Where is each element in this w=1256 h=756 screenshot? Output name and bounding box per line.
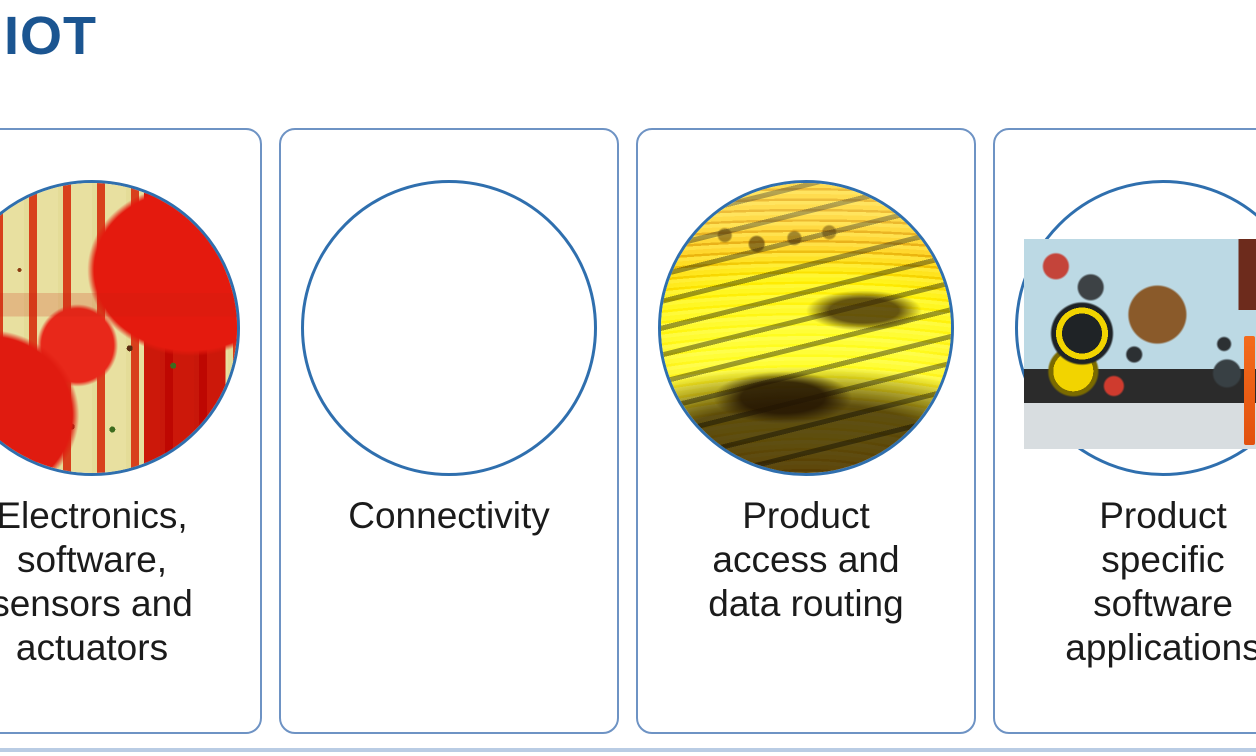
card-connectivity[interactable]: Connectivity xyxy=(279,128,619,734)
card-product-access-caption: Product access and data routing xyxy=(708,495,904,624)
page-title: F IOT xyxy=(0,6,97,66)
card-connectivity-caption: Connectivity xyxy=(348,495,550,536)
card-electronics-caption: Electronics, software, sensors and actua… xyxy=(0,495,193,668)
circuit-board-image xyxy=(0,180,240,476)
card-product-access[interactable]: Product access and data routing xyxy=(636,128,976,734)
fibre-optic-image xyxy=(301,180,597,476)
network-cables-image xyxy=(658,180,954,476)
card-product-software-caption: Product specific software applications xyxy=(1065,495,1256,668)
card-electronics[interactable]: Electronics, software, sensors and actua… xyxy=(0,128,262,734)
product-panel-image xyxy=(1015,180,1256,476)
section-divider xyxy=(0,748,1256,752)
card-product-software[interactable]: Product specific software applications xyxy=(993,128,1256,734)
iot-component-card-row: Electronics, software, sensors and actua… xyxy=(0,128,1256,734)
